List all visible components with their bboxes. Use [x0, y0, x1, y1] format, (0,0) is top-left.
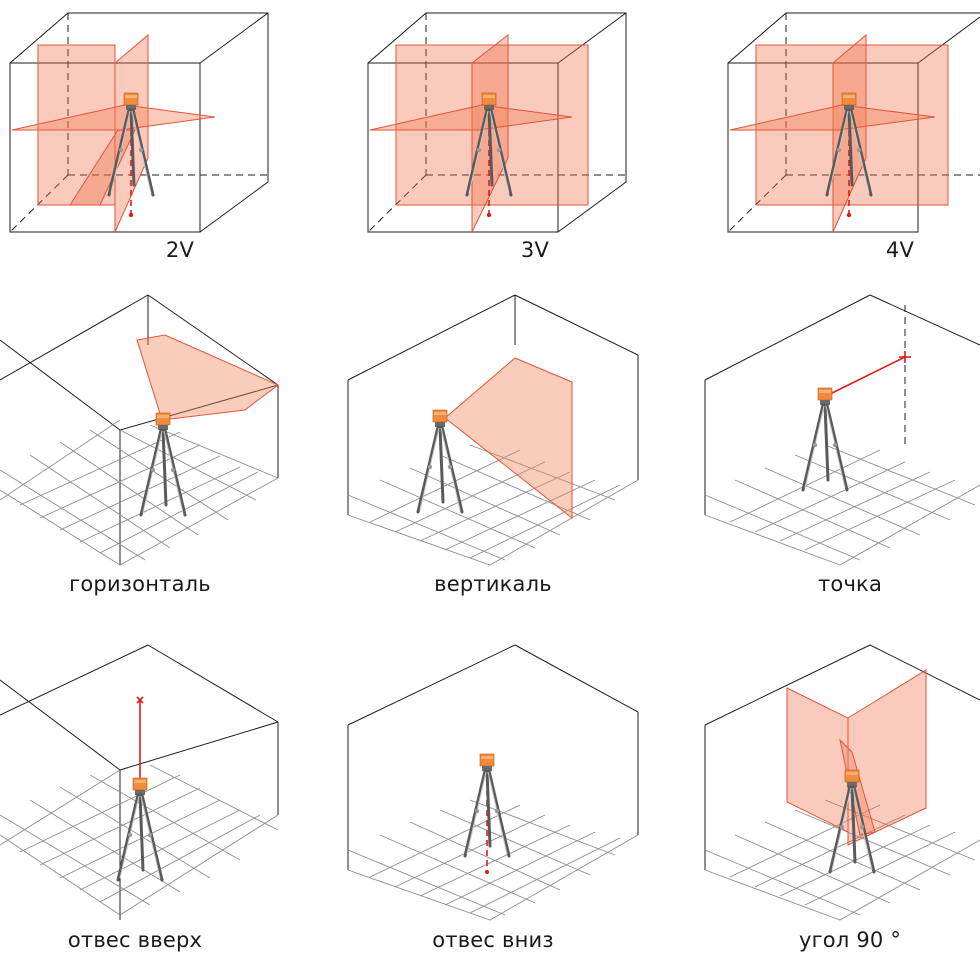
mode-plumb-up-figure — [0, 645, 278, 920]
mode-label-vertical: вертикаль — [383, 572, 603, 596]
mode-label-4v: 4V — [790, 238, 980, 262]
mode-label-2v: 2V — [70, 238, 290, 262]
mode-vertical-figure — [348, 295, 638, 565]
mode-horizontal-figure — [0, 295, 278, 565]
mode-label-3v: 3V — [425, 238, 645, 262]
mode-label-plumb-up: отвес вверх — [25, 928, 245, 952]
mode-2v-figure — [10, 13, 268, 232]
mode-label-plumb-down: отвес вниз — [383, 928, 603, 952]
mode-label-horizontal: горизонталь — [30, 572, 250, 596]
mode-label-angle-90: угол 90 ° — [740, 928, 960, 952]
mode-plumb-down-figure — [348, 645, 638, 920]
mode-4v-figure — [728, 13, 980, 232]
mode-point-figure — [705, 295, 980, 565]
mode-angle-90-figure — [705, 645, 980, 920]
mode-3v-figure — [368, 13, 626, 232]
mode-label-point: точка — [740, 572, 960, 596]
